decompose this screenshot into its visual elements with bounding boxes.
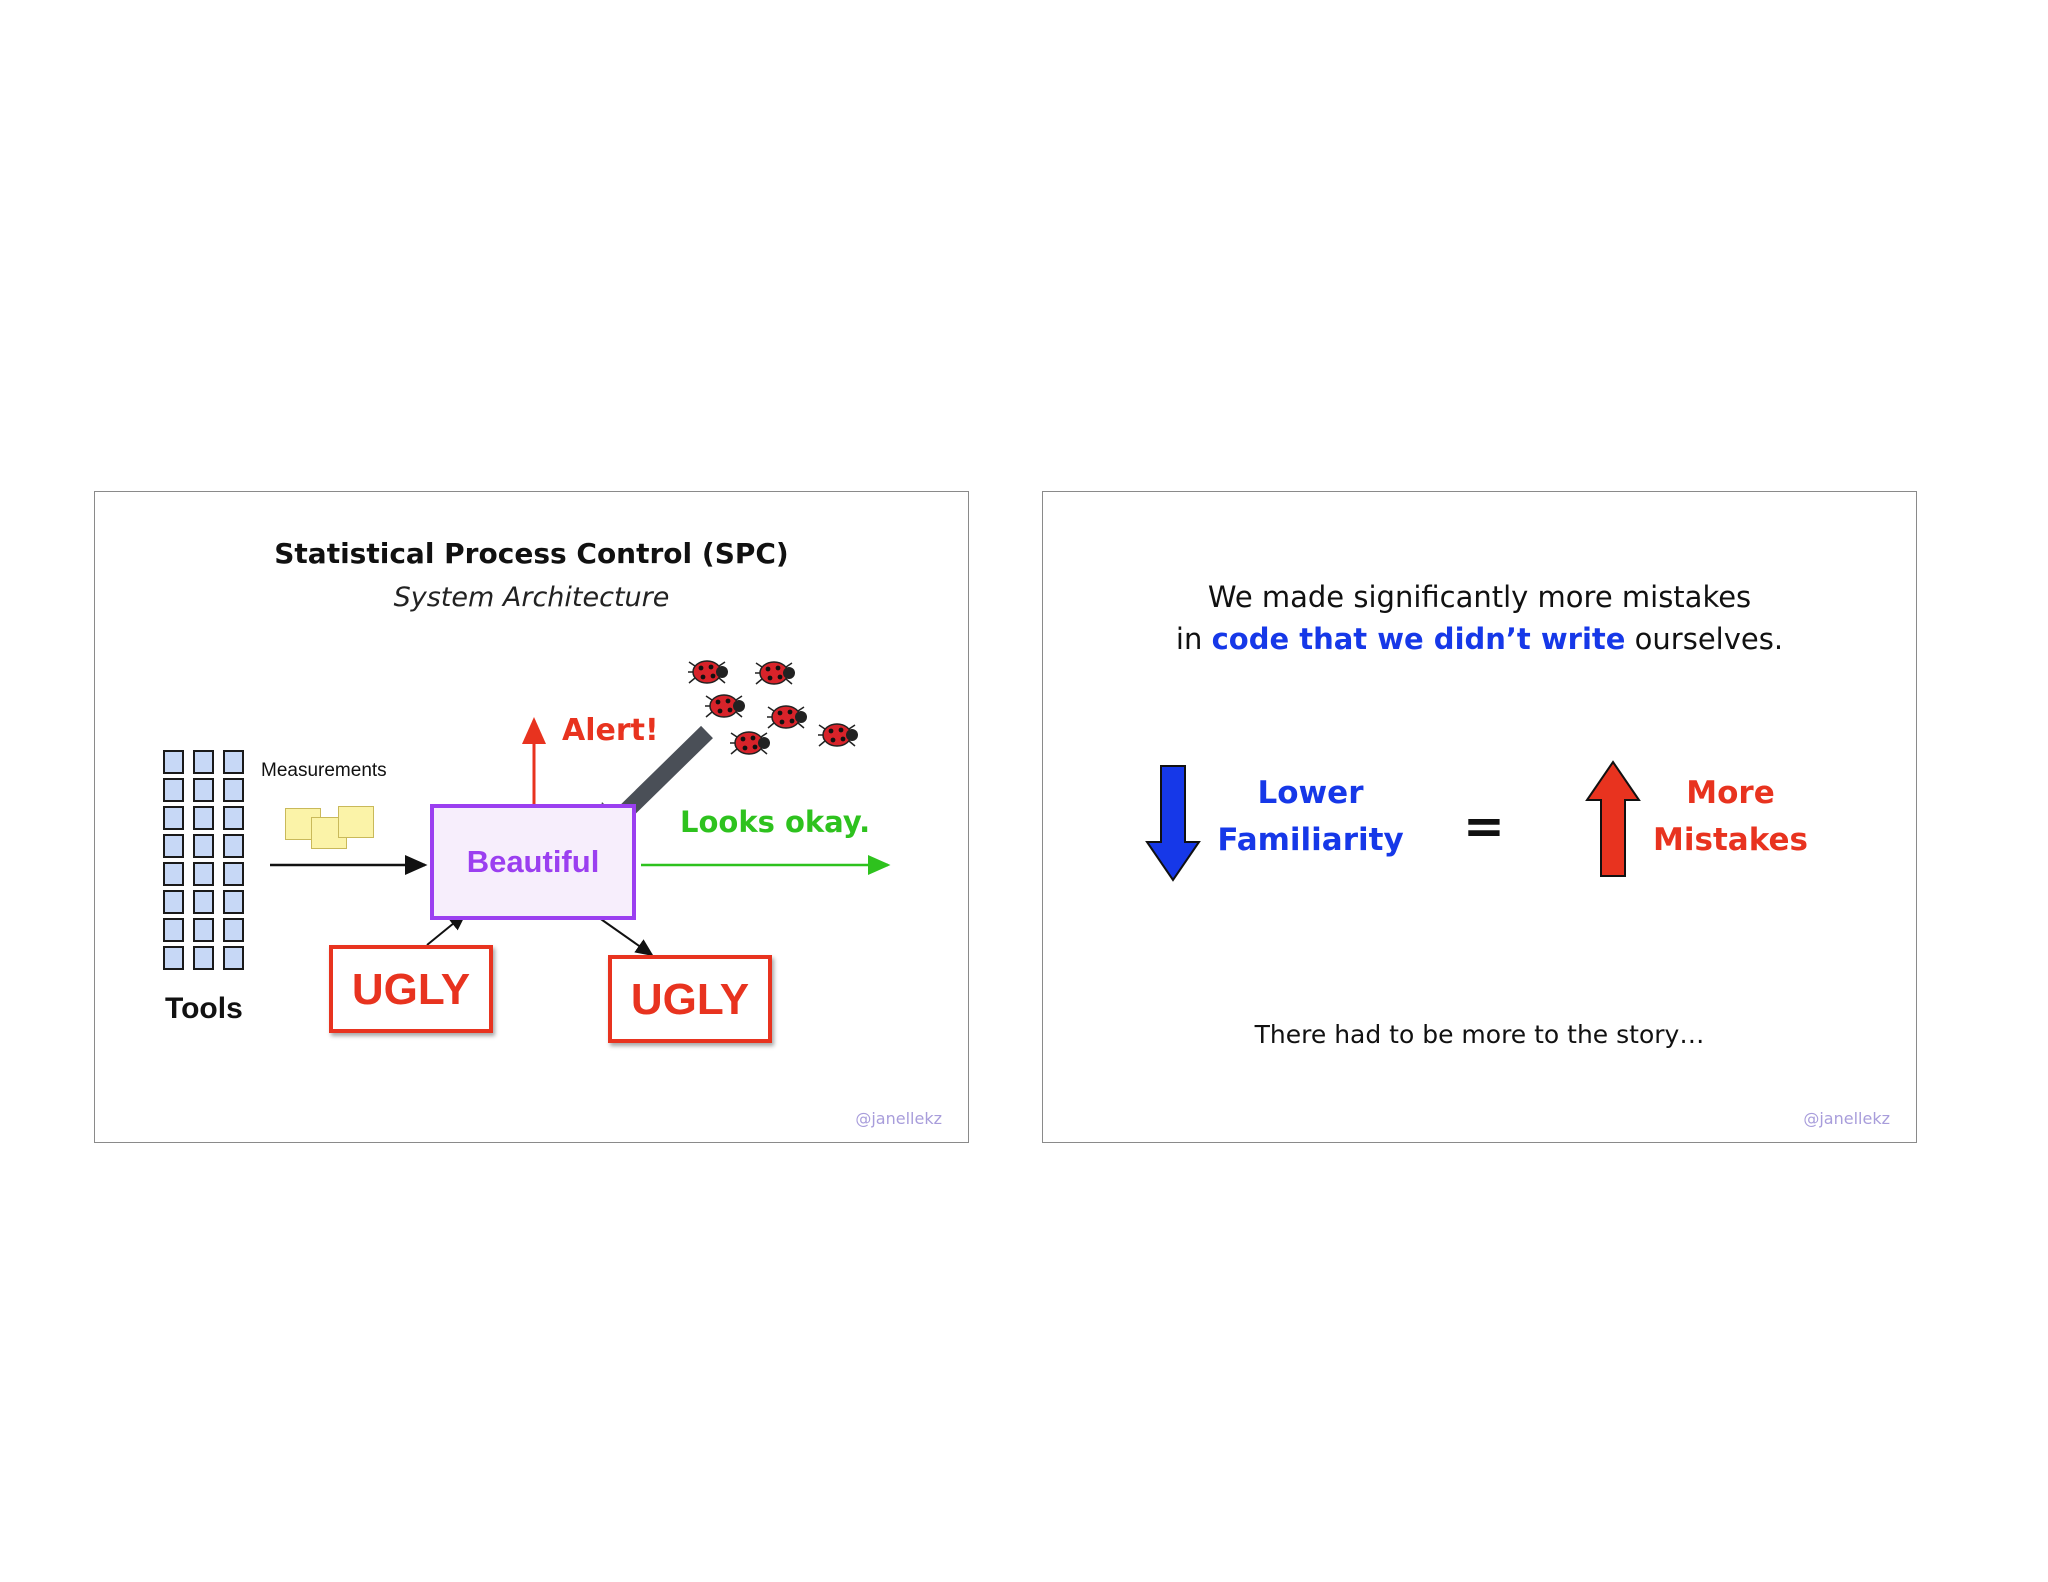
statement-suffix: ourselves. — [1625, 622, 1784, 656]
tools-grid — [163, 750, 253, 980]
story-caption: There had to be more to the story… — [1254, 1020, 1705, 1049]
more-line-2: Mistakes — [1653, 822, 1808, 858]
grid-cell-icon — [223, 750, 244, 774]
up-arrow-icon — [1585, 760, 1641, 877]
grid-cell-icon — [193, 806, 214, 830]
grid-cell-icon — [163, 862, 184, 886]
grid-cell-icon — [163, 806, 184, 830]
statement-prefix: in — [1175, 622, 1212, 656]
statement-line-2: in code that we didn’t write ourselves. — [1043, 622, 1916, 656]
grid-cell-icon — [163, 750, 184, 774]
grid-cell-icon — [193, 946, 214, 970]
sticky-note-icon — [338, 806, 374, 838]
grid-cell-icon — [193, 862, 214, 886]
slide-title: Statistical Process Control (SPC) — [274, 537, 789, 570]
grid-cell-icon — [193, 778, 214, 802]
grid-cell-icon — [223, 834, 244, 858]
ugly-box-right: UGLY — [608, 955, 772, 1043]
more-mistakes-label: More Mistakes — [1613, 770, 1848, 864]
ugly-box-left: UGLY — [329, 945, 493, 1033]
grid-cell-icon — [223, 862, 244, 886]
grid-cell-icon — [163, 778, 184, 802]
grid-cell-icon — [193, 834, 214, 858]
grid-cell-icon — [223, 890, 244, 914]
grid-cell-icon — [223, 946, 244, 970]
measurements-label: Measurements — [261, 760, 387, 781]
tools-label: Tools — [165, 992, 243, 1025]
grid-cell-icon — [163, 834, 184, 858]
lower-line-1: Lower — [1257, 775, 1364, 811]
grid-cell-icon — [223, 806, 244, 830]
equals-sign: = — [1463, 797, 1505, 855]
grid-cell-icon — [163, 890, 184, 914]
grid-cell-icon — [163, 946, 184, 970]
alert-label: Alert! — [562, 713, 659, 748]
slide-familiarity-mistakes: We made significantly more mistakes in c… — [1042, 491, 1917, 1143]
watermark: @janellekz — [855, 1109, 942, 1128]
grid-cell-icon — [193, 890, 214, 914]
beautiful-label: Beautiful — [466, 844, 600, 879]
watermark: @janellekz — [1803, 1109, 1890, 1128]
lower-line-2: Familiarity — [1217, 822, 1404, 858]
statement-line-1: We made significantly more mistakes — [1207, 580, 1752, 614]
grid-cell-icon — [163, 918, 184, 942]
looks-okay-label: Looks okay. — [680, 805, 871, 839]
statement-highlight: code that we didn’t write — [1211, 622, 1626, 656]
grid-cell-icon — [193, 918, 214, 942]
grid-cell-icon — [193, 750, 214, 774]
beautiful-box — [430, 804, 636, 920]
grid-cell-icon — [223, 918, 244, 942]
down-arrow-icon — [1145, 765, 1201, 882]
more-line-1: More — [1686, 775, 1775, 811]
grid-cell-icon — [223, 778, 244, 802]
lower-familiarity-label: Lower Familiarity — [1193, 770, 1428, 864]
slide-subtitle: System Architecture — [393, 582, 670, 613]
slide-spc-architecture: Statistical Process Control (SPC) System… — [94, 491, 969, 1143]
